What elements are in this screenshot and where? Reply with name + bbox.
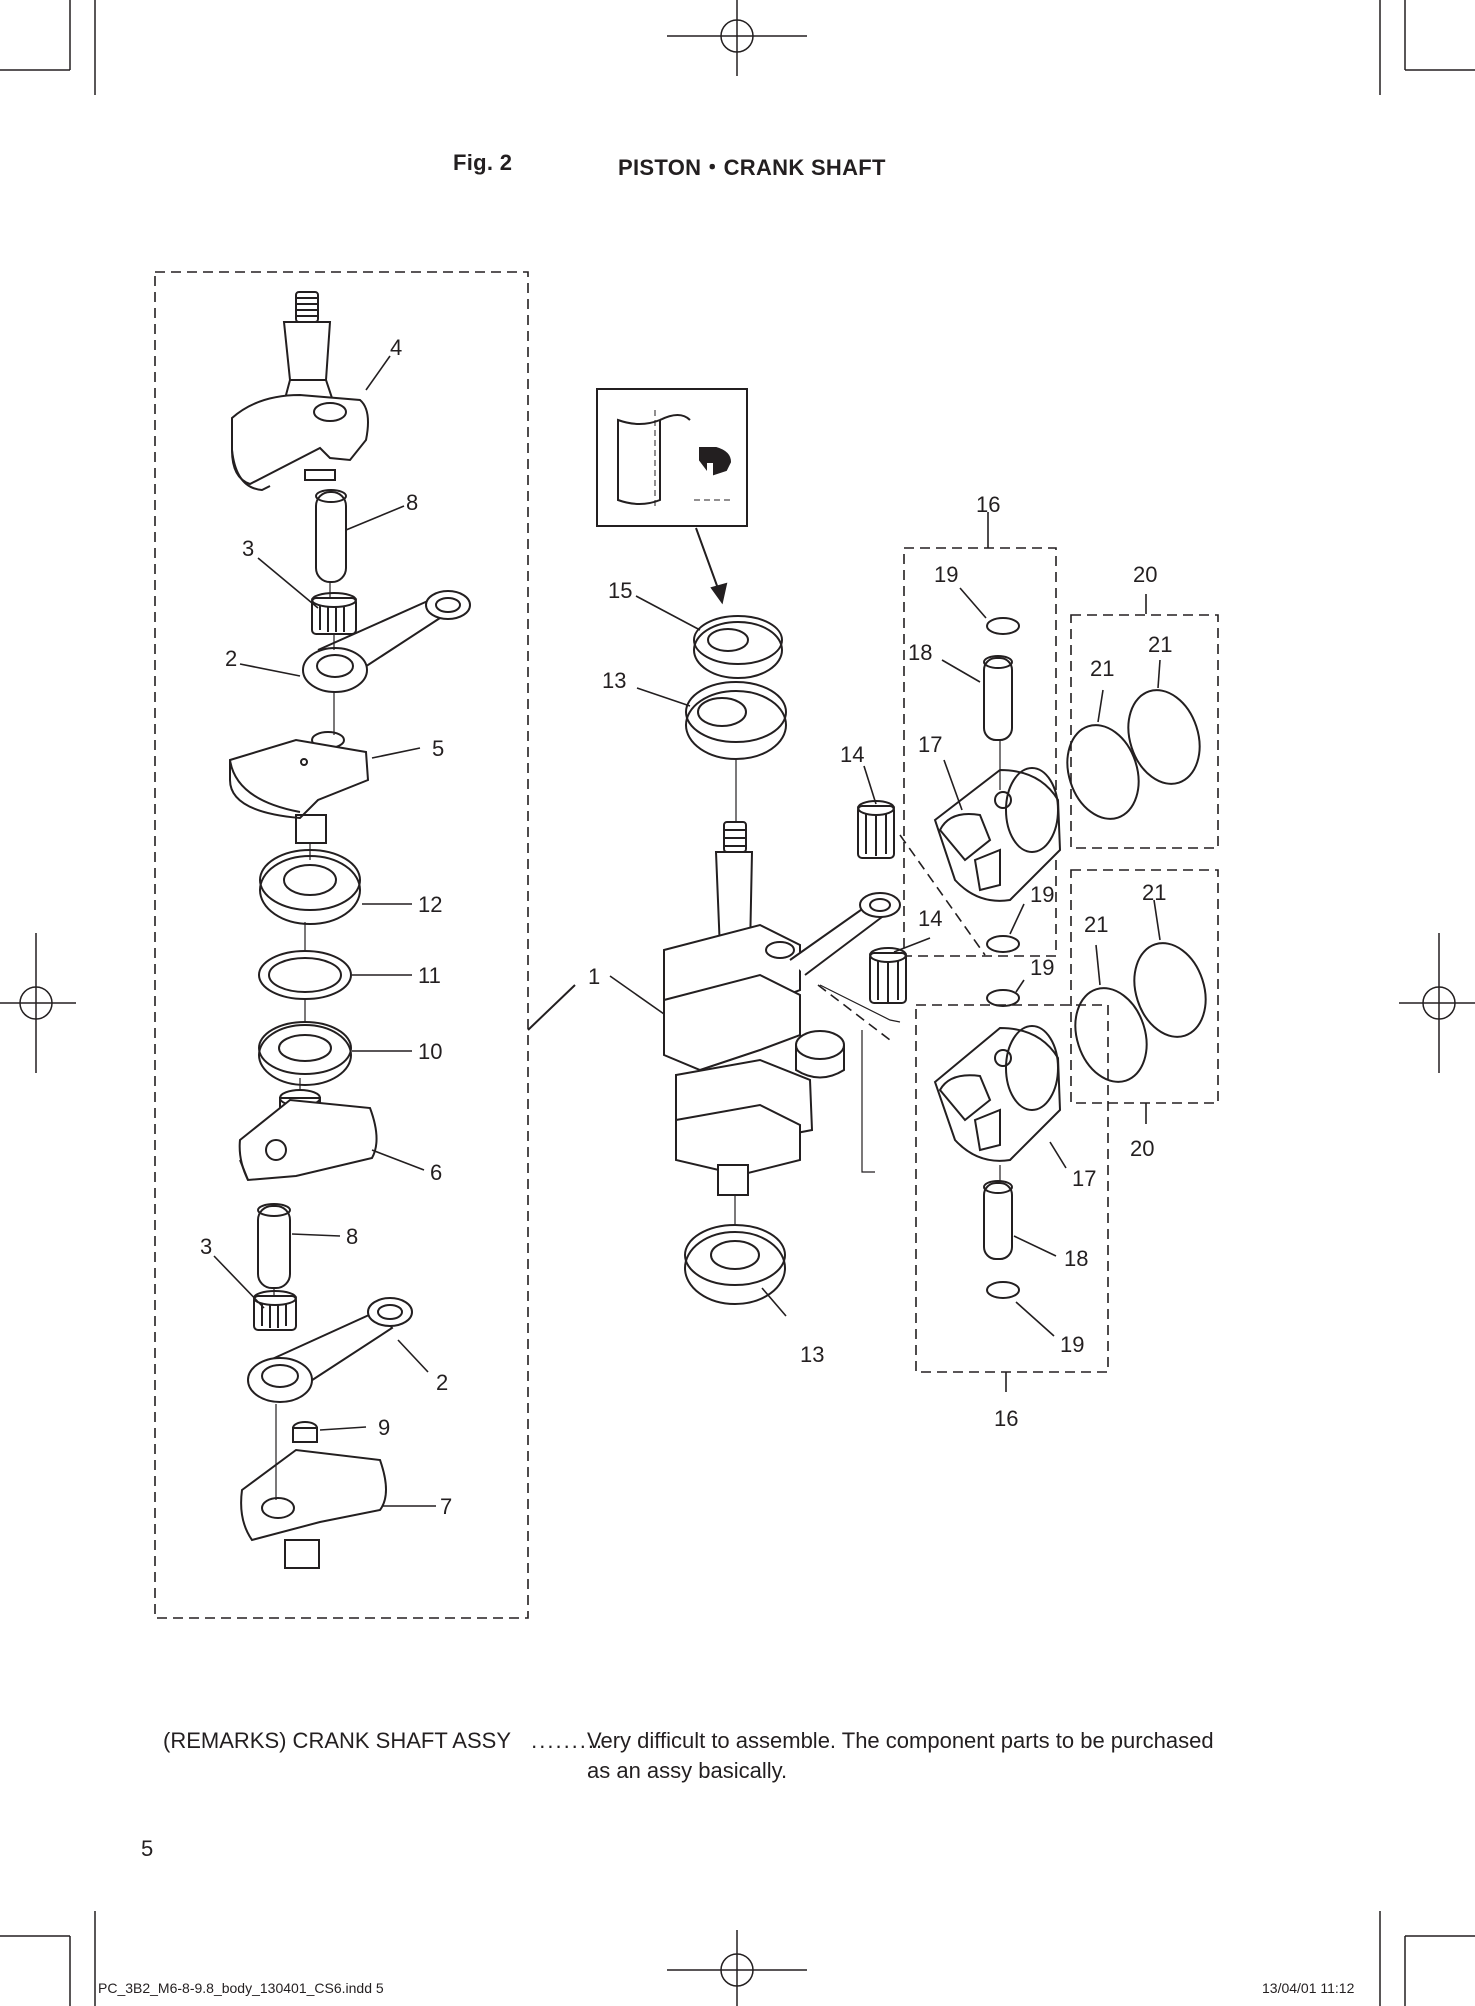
ball-bearing-part: [685, 681, 787, 760]
ring-set-box-upper: [1070, 614, 1219, 849]
slug-filename: PC_3B2_M6-8-9.8_body_130401_CS6.indd 5: [98, 1980, 384, 1996]
registration-mark-bottom: [667, 1930, 807, 2006]
callout-17: 17: [918, 732, 942, 757]
callout-8: 8: [406, 490, 418, 515]
callout-15: 15: [608, 578, 632, 603]
assembly-guide-lines: [819, 984, 901, 1173]
crank-web-middle-part: [238, 1089, 378, 1182]
callout-11: 11: [418, 963, 441, 988]
piston-pin-part: [983, 1180, 1013, 1260]
callout-2: 2: [225, 646, 237, 671]
callout-12: 12: [418, 892, 442, 917]
circlip-part: [986, 617, 1020, 635]
ball-bearing-part: [684, 1224, 786, 1305]
remarks-label: (REMARKS) CRANK SHAFT ASSY: [163, 1728, 511, 1753]
oil-seal-part: [258, 1021, 352, 1086]
callout-16: 16: [994, 1406, 1018, 1431]
callout-16: 16: [976, 492, 1000, 517]
leader-line-crank-assy: [527, 984, 576, 1031]
crankshaft-assy-box: [154, 271, 529, 1619]
oil-seal-part: [693, 615, 783, 679]
figure-title: PISTON・CRANK SHAFT: [618, 155, 886, 180]
callout-13: 13: [800, 1342, 824, 1367]
callout-13: 13: [602, 668, 626, 693]
callout-7: 7: [440, 1494, 452, 1519]
callout-3: 3: [242, 536, 254, 561]
remarks-block: (REMARKS) CRANK SHAFT ASSY ......... Ver…: [163, 1726, 1214, 1783]
callout-10: 10: [418, 1039, 442, 1064]
callout-9: 9: [378, 1415, 390, 1440]
callout-17: 17: [1072, 1166, 1096, 1191]
piston-part: [933, 1025, 1062, 1162]
callout-21: 21: [1084, 912, 1108, 937]
callout-21: 21: [1148, 632, 1172, 657]
needle-bearing-part: [311, 592, 357, 635]
registration-mark-top: [667, 0, 807, 76]
connecting-rod-part: [247, 1297, 413, 1403]
piston-ring-part: [1074, 942, 1207, 1083]
slug-date: 13/04/01 11:12: [1262, 1980, 1355, 1996]
thrust-ring-part: [258, 950, 352, 1000]
circlip-part: [986, 935, 1020, 953]
piston-part: [933, 767, 1062, 902]
crank-web-top-part: [231, 291, 369, 492]
crank-web-part: [229, 731, 370, 844]
remarks-text: Very difficult to assemble. The componen…: [587, 1728, 1214, 1783]
callout-8: 8: [346, 1224, 358, 1249]
ball-bearing-part: [259, 849, 361, 925]
circlip-part: [986, 1281, 1020, 1299]
needle-bearing-part: [253, 1290, 297, 1331]
detail-arrow: [695, 527, 721, 595]
callout-18: 18: [908, 640, 932, 665]
callout-19: 19: [1030, 955, 1054, 980]
callout-21: 21: [1142, 880, 1166, 905]
ring-set-box-lower: [1070, 869, 1219, 1104]
figure-label: Fig. 2: [453, 150, 513, 175]
page-number: 5: [141, 1836, 154, 1861]
needle-bearing-part: [857, 800, 895, 859]
callout-2: 2: [436, 1370, 448, 1395]
callout-3: 3: [200, 1234, 212, 1259]
piston-pin-part: [983, 655, 1013, 741]
crank-web-bottom-part: [240, 1448, 387, 1569]
registration-mark-right: [1399, 933, 1475, 1073]
callout-14: 14: [840, 742, 864, 767]
callout-leaders: [213, 355, 1161, 1507]
callout-20: 20: [1130, 1136, 1154, 1161]
callout-4: 4: [390, 335, 402, 360]
callout-1: 1: [588, 964, 600, 989]
needle-bearing-part: [869, 947, 907, 1004]
registration-mark-left: [0, 933, 76, 1073]
callout-18: 18: [1064, 1246, 1088, 1271]
crankshaft-assembly: [663, 821, 901, 1196]
remarks-leader-dots: .........: [531, 1728, 605, 1753]
crank-pin-part: [257, 1203, 291, 1289]
piston-assy-box-upper: [903, 547, 1057, 957]
assembly-guide-lines: [899, 834, 986, 956]
callout-19: 19: [1030, 882, 1054, 907]
callout-21: 21: [1090, 656, 1114, 681]
connecting-rod-part: [302, 590, 471, 693]
callout-numbers: 4 8 3 2 5 12 11 10 6 8 3 2 9 7 1 15 13 1…: [200, 335, 1172, 1519]
circlip-part: [986, 989, 1020, 1007]
callout-14: 14: [918, 906, 942, 931]
plug-part: [292, 1421, 318, 1443]
alignment-lines: [273, 582, 335, 1500]
callout-5: 5: [432, 736, 444, 761]
seal-detail-inset: [596, 388, 748, 527]
callout-19: 19: [1060, 1332, 1084, 1357]
piston-ring-part: [1066, 689, 1201, 820]
callout-19: 19: [934, 562, 958, 587]
callout-20: 20: [1133, 562, 1157, 587]
callout-6: 6: [430, 1160, 442, 1185]
crank-pin-part: [304, 469, 347, 583]
